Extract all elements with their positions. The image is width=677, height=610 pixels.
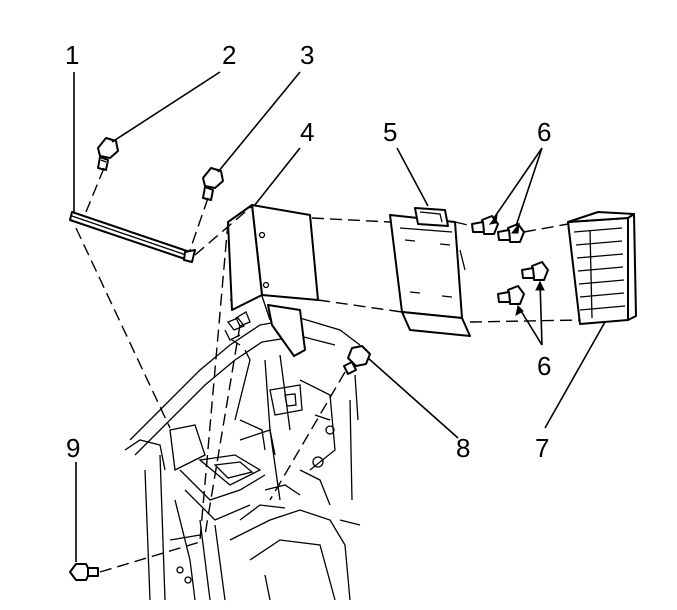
callout-2: 2 xyxy=(222,40,236,70)
part-5-mounting-bracket xyxy=(389,207,471,337)
callout-labels: 1 2 3 4 5 6 6 7 8 9 xyxy=(65,40,551,463)
part-1-trim-strip xyxy=(69,211,196,263)
part-2-bolt xyxy=(97,137,119,171)
callout-5: 5 xyxy=(383,117,397,147)
callout-8: 8 xyxy=(456,433,470,463)
part-7-module xyxy=(567,211,637,325)
part-4-bracket xyxy=(227,204,319,357)
callout-4: 4 xyxy=(300,117,314,147)
callout-7: 7 xyxy=(535,433,549,463)
part-3-bolt xyxy=(202,167,224,201)
part-9-bolt xyxy=(69,563,99,581)
callout-9: 9 xyxy=(66,433,80,463)
part-6-fasteners xyxy=(471,215,549,305)
callout-leader-lines xyxy=(73,71,606,562)
assembly-dashed-lines xyxy=(75,167,581,573)
part-8-bolt xyxy=(343,345,371,375)
callout-6-lower: 6 xyxy=(537,351,551,381)
callout-1: 1 xyxy=(65,40,79,70)
callout-3: 3 xyxy=(300,40,314,70)
callout-6-upper: 6 xyxy=(537,117,551,147)
vehicle-body-structure xyxy=(124,289,361,601)
